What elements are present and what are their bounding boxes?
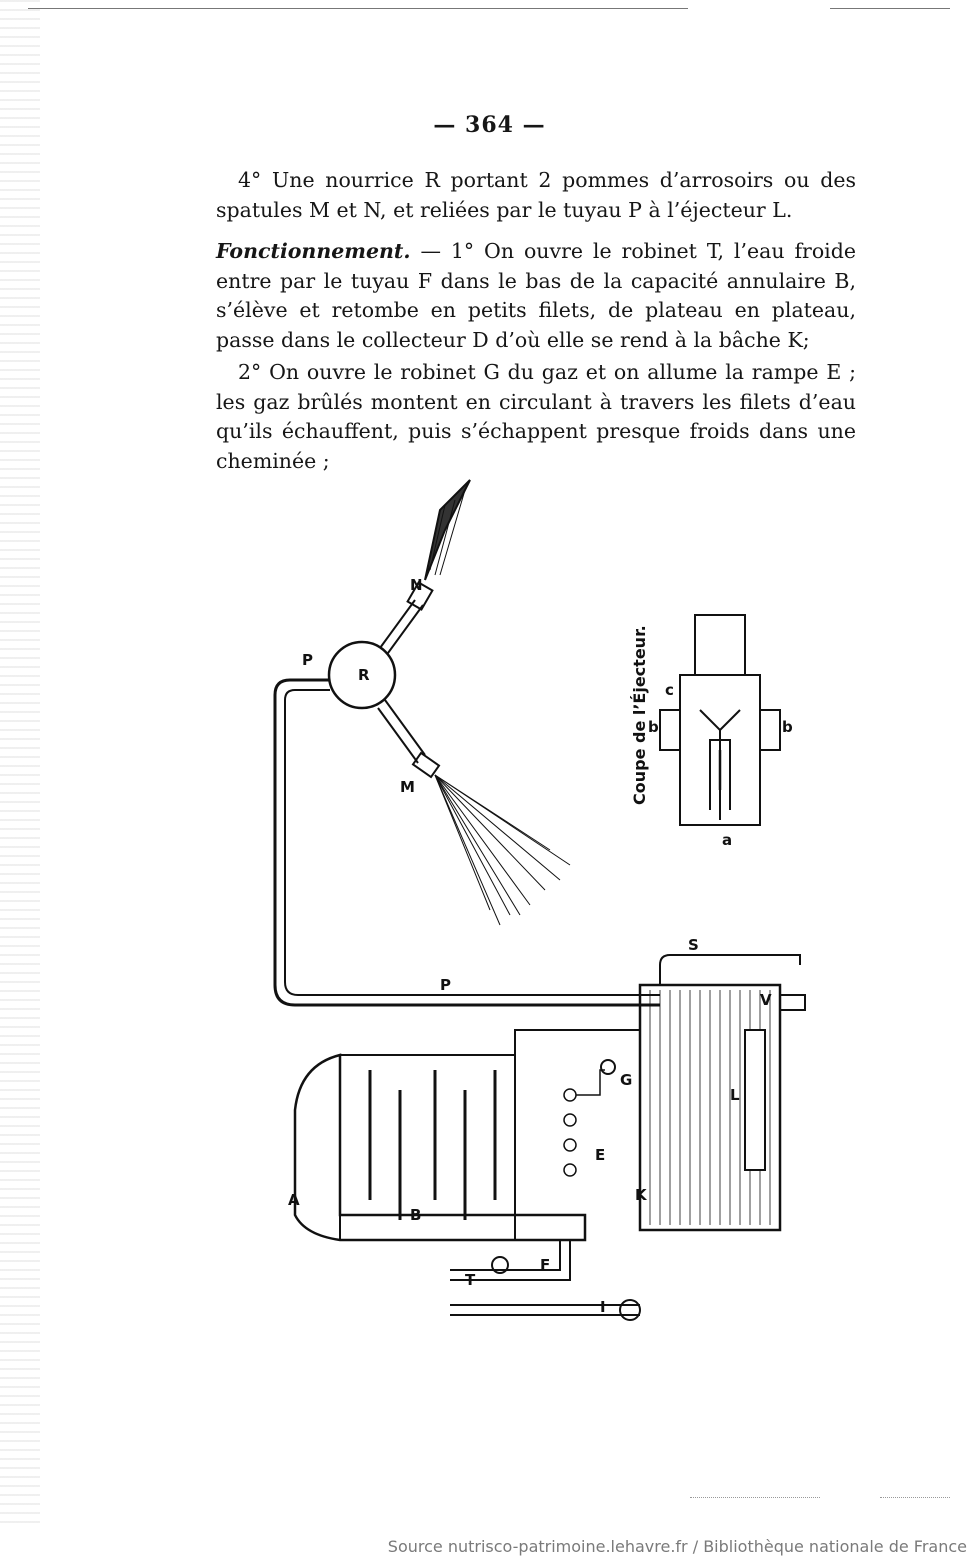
- label-k: K: [635, 1186, 648, 1204]
- label-i: I: [600, 1298, 606, 1316]
- scan-noise: [690, 1497, 820, 1498]
- paragraph-text: 2° On ouvre le robinet G du gaz et on al…: [216, 360, 856, 473]
- top-border-line-right: [830, 8, 950, 9]
- pipe-i: [450, 1304, 640, 1316]
- scan-noise: [880, 1497, 950, 1498]
- pipe-tf: [450, 1240, 571, 1281]
- label-n: N: [410, 576, 423, 594]
- label-r: R: [358, 666, 370, 684]
- label-a-small: a: [722, 831, 732, 849]
- paragraph-fonctionnement: Fonctionnement. — 1° On ouvre le robinet…: [216, 237, 856, 355]
- paragraph-item-4: 4° Une nourrice R portant 2 pommes d’arr…: [216, 166, 856, 225]
- source-attribution: Source nutrisco-patrimoine.lehavre.fr / …: [387, 1537, 967, 1556]
- heater-body: [293, 1053, 587, 1242]
- label-c: c: [665, 681, 674, 699]
- apparatus-figure: P R N M P S V G E K A B T F I L a b b c …: [240, 470, 830, 1330]
- label-l: L: [730, 1086, 740, 1104]
- spray-jet-n: [424, 479, 471, 581]
- label-m: M: [400, 778, 415, 796]
- apparatus-drawing: P R N M P S V G E K A B T F I L a b b c …: [273, 479, 806, 1321]
- nourrice-r: [327, 640, 397, 710]
- spray-jet-m: [434, 774, 571, 926]
- label-b-right: b: [782, 718, 793, 736]
- paragraph-lead: Fonctionnement.: [216, 239, 411, 263]
- label-v: V: [760, 991, 772, 1009]
- tank-k: [638, 983, 782, 1232]
- label-p-top: P: [302, 651, 313, 669]
- label-t: T: [465, 1271, 476, 1289]
- label-g: G: [620, 1071, 632, 1089]
- ejector-caption: Coupe de l’Éjecteur.: [630, 625, 649, 805]
- pipe-p: [273, 678, 660, 1007]
- label-f: F: [540, 1256, 550, 1274]
- paragraph-text: Fonctionnement. — 1° On ouvre le robinet…: [216, 237, 856, 355]
- label-e: E: [595, 1146, 605, 1164]
- paragraph-step-2: 2° On ouvre le robinet G du gaz et on al…: [216, 358, 856, 476]
- label-p-bottom: P: [440, 976, 451, 994]
- scan-edge: [0, 0, 40, 1530]
- paragraph-text: 4° Une nourrice R portant 2 pommes d’arr…: [216, 168, 856, 222]
- label-a: A: [288, 1191, 300, 1209]
- pipe-s: [659, 954, 801, 985]
- valve-t: [491, 1256, 509, 1274]
- spray-nozzle-m: [411, 751, 441, 779]
- spray-nozzle-n: [406, 581, 434, 611]
- label-s: S: [688, 936, 699, 954]
- paragraph-body: — 1° On ouvre le robinet T, l’eau froide…: [216, 239, 856, 352]
- label-b: B: [410, 1206, 421, 1224]
- heater-baffles: [368, 1070, 497, 1220]
- ejector-l: [744, 1029, 766, 1171]
- label-b-left: b: [648, 718, 659, 736]
- page-number: — 364 —: [433, 112, 546, 138]
- ejector-section: [659, 614, 781, 826]
- gas-valve-g: [600, 1059, 616, 1075]
- annular-capacity-b: [339, 1054, 516, 1241]
- valve-i: [619, 1299, 641, 1321]
- top-border-line: [28, 8, 688, 9]
- collector-d: [514, 1029, 640, 1055]
